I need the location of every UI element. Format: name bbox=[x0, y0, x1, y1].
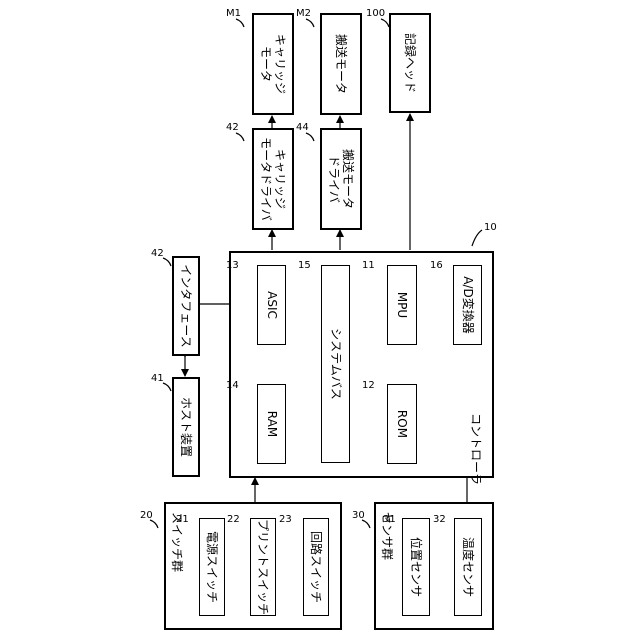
power-switch-box: 電源スイッチ bbox=[199, 518, 225, 616]
position-sensor-box: 位置センサ bbox=[402, 518, 430, 616]
system-bus-box: システムバス bbox=[321, 265, 350, 463]
carriage-driver-box: キャリッジモータドライバ bbox=[252, 128, 294, 230]
ref-100: 100 bbox=[366, 8, 385, 19]
ref-22: 22 bbox=[227, 514, 240, 525]
transport-motor-label: 搬送モータ bbox=[334, 34, 348, 94]
ref-m1: M1 bbox=[226, 8, 241, 19]
ref-10: 10 bbox=[484, 222, 497, 233]
carriage-driver-label: キャリッジモータドライバ bbox=[259, 137, 287, 221]
adc-label: A/D変換器 bbox=[461, 276, 475, 334]
ref-31: 31 bbox=[383, 514, 396, 525]
circuit-switch-label: 回路スイッチ bbox=[309, 531, 323, 603]
controller-label: コントローラ bbox=[468, 413, 485, 485]
ram-box: RAM bbox=[257, 384, 286, 464]
temp-sensor-box: 温度センサ bbox=[454, 518, 482, 616]
system-bus-label: システムバス bbox=[329, 328, 343, 400]
ref-12: 12 bbox=[362, 380, 375, 391]
ref-14: 14 bbox=[226, 380, 239, 391]
mpu-box: MPU bbox=[387, 265, 417, 345]
transport-driver-box: 搬送モータドライバ bbox=[320, 128, 362, 230]
ref-m2: M2 bbox=[296, 8, 311, 19]
carriage-motor-label: キャリッジモータ bbox=[259, 34, 287, 94]
temp-sensor-label: 温度センサ bbox=[461, 537, 475, 597]
transport-motor-box: 搬送モータ bbox=[320, 13, 362, 115]
ref-23: 23 bbox=[279, 514, 292, 525]
carriage-motor-box: キャリッジモータ bbox=[252, 13, 294, 115]
ref-21: 21 bbox=[176, 514, 189, 525]
interface-label: インタフェース bbox=[179, 264, 193, 347]
ref-42-driver: 42 bbox=[226, 122, 239, 133]
transport-driver-label: 搬送モータドライバ bbox=[327, 149, 355, 209]
rom-label: ROM bbox=[395, 410, 409, 438]
mpu-label: MPU bbox=[395, 292, 409, 318]
ref-41: 41 bbox=[151, 373, 164, 384]
print-switch-box: プリントスイッチ bbox=[250, 518, 276, 616]
ref-11: 11 bbox=[362, 260, 375, 271]
asic-box: ASIC bbox=[257, 265, 286, 345]
host-label: ホスト装置 bbox=[179, 397, 193, 457]
interface-box: インタフェース bbox=[172, 256, 200, 356]
adc-box: A/D変換器 bbox=[453, 265, 482, 345]
ref-42-interface: 42 bbox=[151, 248, 164, 259]
ref-20: 20 bbox=[140, 510, 153, 521]
print-switch-label: プリントスイッチ bbox=[256, 519, 270, 615]
host-box: ホスト装置 bbox=[172, 377, 200, 477]
recording-head-label: 記録ヘッド bbox=[403, 33, 417, 93]
ref-44: 44 bbox=[296, 122, 309, 133]
ref-30: 30 bbox=[352, 510, 365, 521]
position-sensor-label: 位置センサ bbox=[409, 537, 423, 597]
ref-16: 16 bbox=[430, 260, 443, 271]
circuit-switch-box: 回路スイッチ bbox=[303, 518, 329, 616]
asic-label: ASIC bbox=[265, 291, 279, 319]
power-switch-label: 電源スイッチ bbox=[205, 531, 219, 603]
ref-15: 15 bbox=[298, 260, 311, 271]
ref-32: 32 bbox=[433, 514, 446, 525]
rom-box: ROM bbox=[387, 384, 417, 464]
ram-label: RAM bbox=[265, 411, 279, 437]
recording-head-box: 記録ヘッド bbox=[389, 13, 431, 113]
ref-13: 13 bbox=[226, 260, 239, 271]
